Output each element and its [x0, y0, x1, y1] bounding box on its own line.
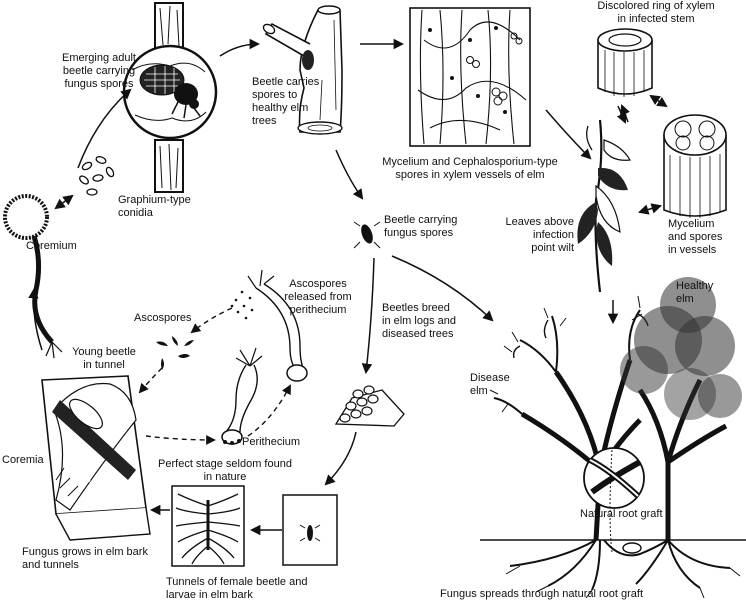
elm-log-pile-illustration — [334, 385, 405, 427]
label-beetle-carries: Beetle carries spores to healthy elm tre… — [252, 76, 320, 127]
label-beetles-breed: Beetles breed in elm logs and diseased t… — [382, 302, 456, 340]
label-perfect-stage: Perfect stage seldom found in nature — [158, 458, 292, 483]
label-mycelium-vessels: Mycelium and spores in vessels — [668, 218, 723, 256]
female-beetle-box-illustration — [282, 494, 338, 566]
label-fungus-grows: Fungus grows in elm bark and tunnels — [22, 546, 148, 571]
label-ascospores: Ascospores — [134, 312, 192, 324]
label-discolored-ring: Discolored ring of xylem in infected ste… — [597, 0, 715, 25]
coremium-illustration — [3, 194, 63, 359]
label-emerging-beetle: Emerging adult beetle carrying fungus sp… — [62, 52, 136, 90]
root-graft-magnifier-illustration — [583, 447, 645, 509]
label-ascospores-released: Ascospores released from perithecium — [284, 278, 352, 316]
xylem-ring-stem-illustration — [597, 28, 653, 97]
label-mycelium-xylem: Mycelium and Cephalosporium-type spores … — [382, 156, 558, 181]
healthy-elm-tree-illustration — [620, 277, 742, 540]
root-system-illustration — [480, 539, 746, 599]
perithecium-illustration — [221, 347, 263, 445]
label-young-beetle: Young beetle in tunnel — [72, 346, 136, 371]
xylem-vessels-illustration — [409, 7, 531, 147]
flying-beetle-illustration — [353, 221, 381, 249]
label-coremium: Coremium — [26, 240, 77, 252]
vessel-cross-section-illustration — [663, 114, 727, 218]
label-healthy-elm: Healthy elm — [676, 280, 714, 305]
label-natural-root-graft: Natural root graft — [580, 508, 663, 520]
ascospores-illustration — [156, 336, 194, 370]
wilting-leaves-illustration — [577, 119, 631, 293]
label-coremia: Coremia — [2, 454, 44, 466]
label-perithecium: Perithecium — [242, 436, 301, 448]
label-beetle-carrying: Beetle carrying fungus spores — [384, 214, 458, 239]
graphium-conidia-illustration — [79, 156, 115, 196]
sexual-stage-dashed-arrows — [138, 307, 291, 445]
label-tunnels-female: Tunnels of female beetle and larvae in e… — [166, 576, 308, 601]
emerging-beetle-illustration — [122, 2, 218, 193]
label-graphium-conidia: Graphium-type conidia — [118, 194, 191, 219]
elm-branch-illustration — [262, 5, 343, 135]
label-leaves-wilt: Leaves above infection point wilt — [505, 216, 575, 254]
bark-tunnel-illustration — [41, 375, 151, 541]
cycle-arrows — [28, 38, 668, 553]
larval-tunnels-illustration — [171, 485, 245, 567]
label-fungus-spreads: Fungus spreads through natural root graf… — [440, 588, 644, 600]
releasing-perithecium-illustration — [230, 269, 308, 382]
label-disease-elm: Disease elm — [470, 372, 510, 397]
